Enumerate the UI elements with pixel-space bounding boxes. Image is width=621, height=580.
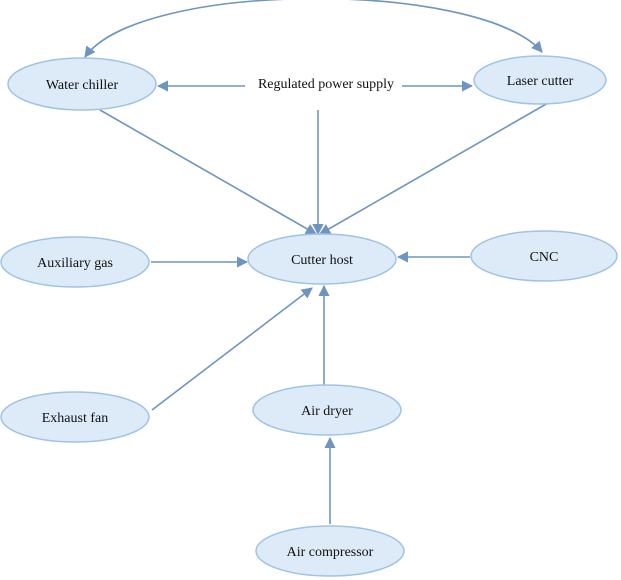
node-exhaust-fan[interactable]: Exhaust fan: [0, 391, 150, 443]
edge-laser-cutter-to-cutter-host: [319, 102, 549, 235]
node-regulated-power-supply[interactable]: Regulated power supply: [258, 77, 394, 92]
node-label: Air dryer: [301, 404, 353, 419]
node-auxiliary-gas[interactable]: Auxiliary gas: [0, 236, 150, 288]
edges: [84, 0, 549, 524]
node-label: Air compressor: [287, 545, 374, 560]
node-label: Water chiller: [46, 78, 119, 93]
node-label: Exhaust fan: [42, 411, 108, 426]
node-label: CNC: [530, 250, 559, 265]
node-water-chiller[interactable]: Water chiller: [7, 57, 157, 111]
node-label: Cutter host: [291, 253, 353, 268]
edge-exhaust-fan-to-cutter-host: [151, 287, 313, 411]
node-label: Auxiliary gas: [37, 256, 113, 271]
node-air-compressor[interactable]: Air compressor: [255, 525, 405, 577]
edge-water-chiller-to-cutter-host: [99, 109, 317, 235]
node-cutter-host[interactable]: Cutter host: [247, 233, 397, 285]
edge-water-chiller-laser-cutter: [84, 0, 543, 58]
node-laser-cutter[interactable]: Laser cutter: [473, 55, 607, 105]
node-air-dryer[interactable]: Air dryer: [252, 384, 402, 436]
node-label: Regulated power supply: [258, 77, 394, 92]
node-label: Laser cutter: [507, 74, 574, 89]
node-cnc[interactable]: CNC: [470, 230, 618, 282]
